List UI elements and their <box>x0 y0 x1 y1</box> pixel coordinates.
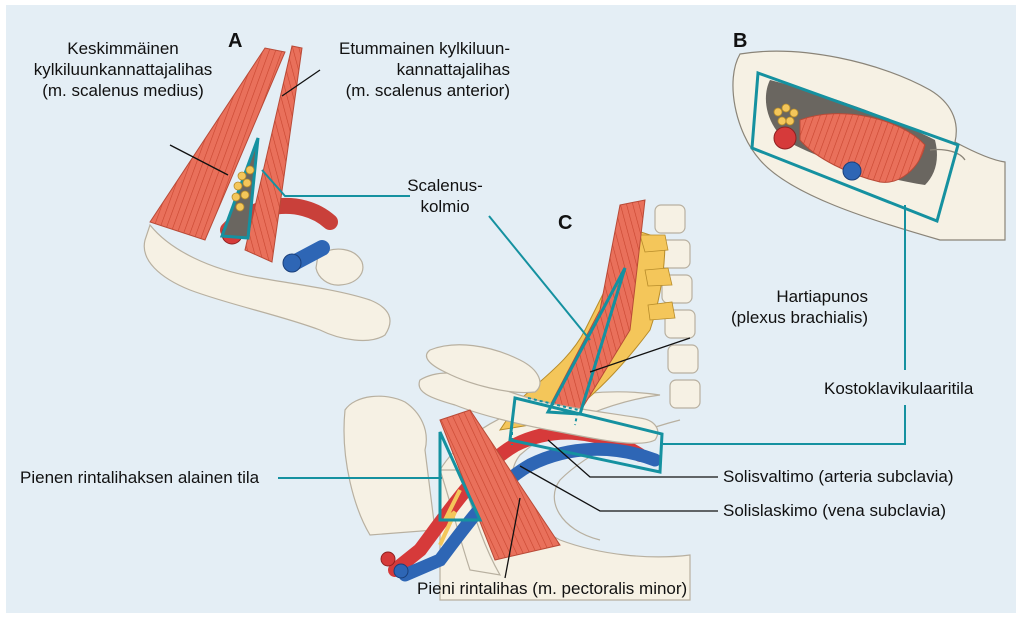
label-costoclavicular-space: Kostoklavikulaaritila <box>824 378 973 399</box>
label-scalenus-anterior: Etummainen kylkiluun- kannattajalihas (m… <box>300 38 510 101</box>
label-subclavian-vein: Solislaskimo (vena subclavia) <box>723 500 946 521</box>
label-brachial-plexus: Hartiapunos (plexus brachialis) <box>688 286 868 328</box>
panel-letter-b: B <box>733 30 747 53</box>
panel-letter-c: C <box>558 212 572 235</box>
panel-c-illustration <box>344 200 700 600</box>
label-subclavian-artery: Solisvaltimo (arteria subclavia) <box>723 466 954 487</box>
panel-b-illustration <box>733 51 1005 240</box>
label-subpectoral-space: Pienen rintalihaksen alainen tila <box>20 467 259 488</box>
panel-letter-a: A <box>228 30 242 53</box>
label-pectoralis-minor: Pieni rintalihas (m. pectoralis minor) <box>417 578 687 599</box>
label-scalenus-medius: Keskimmäinen kylkiluunkannattajalihas (m… <box>18 38 228 101</box>
label-scalenus-triangle: Scalenus- kolmio <box>400 175 490 217</box>
